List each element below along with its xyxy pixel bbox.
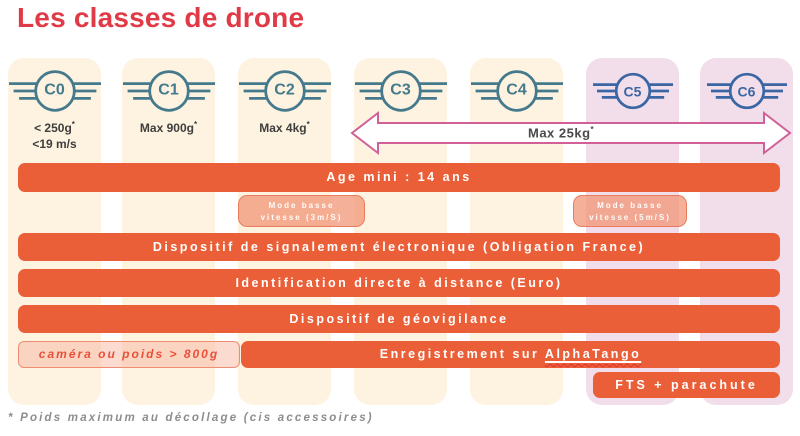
- wing-badge-icon: [592, 72, 673, 110]
- drone-class-badge-c1: C1: [122, 68, 215, 114]
- wing-badge-icon: [8, 70, 101, 112]
- class-label: C4: [506, 81, 527, 99]
- class-label: C1: [158, 81, 179, 99]
- low-speed-line1: Mode basse: [268, 201, 335, 210]
- footnote-marker: *: [590, 125, 595, 134]
- electronic-signal-bar: Dispositif de signalement électronique (…: [18, 233, 780, 261]
- registration-text: Enregistrement sur: [379, 347, 545, 361]
- low-speed-mode-badge-5ms: Mode basse vitesse (5m/S): [573, 195, 687, 227]
- max-weight-arrow: Max 25kg*: [350, 109, 792, 157]
- drone-class-badge-c6: C6: [700, 71, 793, 113]
- arrow-weight-value: Max 25kg: [528, 125, 591, 141]
- footnote-marker: *: [193, 120, 198, 129]
- camera-condition-badge: caméra ou poids > 800g: [18, 341, 240, 368]
- geovigilance-bar: Dispositif de géovigilance: [18, 305, 780, 333]
- wing-badge-icon: [238, 70, 331, 112]
- alphatango-registration-bar: Enregistrement sur AlphaTango: [241, 341, 780, 368]
- low-speed-mode-badge-3ms: Mode basse vitesse (3m/S): [238, 195, 365, 227]
- page-title: Les classes de drone: [17, 2, 305, 33]
- wing-badge-icon: [706, 72, 787, 110]
- alphatango-link[interactable]: AlphaTango: [544, 347, 642, 361]
- drone-class-badge-c2: C2: [238, 68, 331, 114]
- low-speed-line2: vitesse (5m/S): [589, 213, 671, 223]
- wing-badge-icon: [470, 70, 563, 112]
- weight-value: < 250g: [34, 121, 72, 135]
- drone-class-badge-c4: C4: [470, 68, 563, 114]
- weight-label: Max 4kg*: [238, 120, 331, 136]
- class-label: C2: [274, 81, 295, 99]
- direct-identification-bar: Identification directe à distance (Euro): [18, 269, 780, 297]
- fts-parachute-bar: FTS + parachute: [593, 372, 780, 398]
- class-label: C6: [737, 83, 756, 100]
- footnote-marker: *: [71, 120, 75, 129]
- drone-class-badge-c3: C3: [354, 68, 447, 114]
- class-label: C5: [623, 83, 642, 100]
- footnote-marker: *: [306, 120, 310, 129]
- weight-value: Max 900g: [139, 121, 194, 135]
- wing-badge-icon: [122, 70, 215, 112]
- weight-label: < 250g* <19 m/s: [8, 120, 101, 152]
- weight-value: Max 4kg: [259, 121, 307, 135]
- weight-label: Max 900g*: [122, 120, 215, 136]
- speed-label: <19 m/s: [32, 137, 77, 152]
- low-speed-line1: Mode basse: [597, 201, 663, 210]
- wing-badge-icon: [354, 70, 447, 112]
- class-label: C3: [390, 81, 411, 99]
- age-minimum-bar: Age mini : 14 ans: [18, 163, 780, 192]
- footnote: * Poids maximum au décollage (cis access…: [8, 412, 374, 424]
- class-label: C0: [44, 81, 65, 99]
- low-speed-line2: vitesse (3m/S): [260, 213, 343, 223]
- drone-class-badge-c5: C5: [586, 71, 679, 113]
- arrow-weight-label: Max 25kg*: [528, 125, 594, 140]
- drone-class-badge-c0: C0: [8, 68, 101, 114]
- double-arrow-icon: [350, 110, 792, 156]
